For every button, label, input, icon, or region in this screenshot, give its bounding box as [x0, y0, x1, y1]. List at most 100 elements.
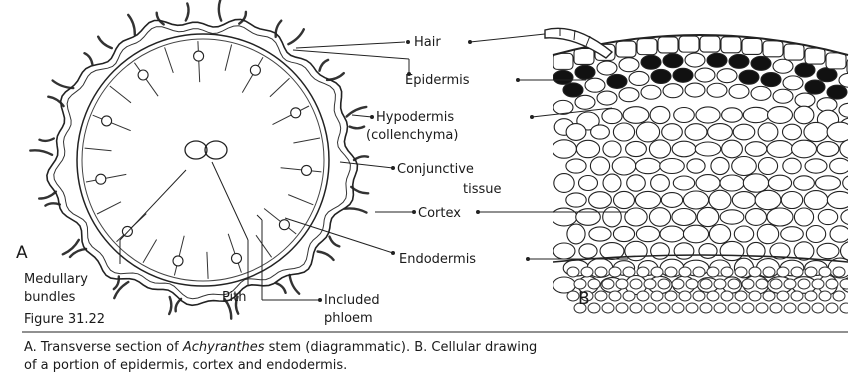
cortex-cell [711, 157, 729, 174]
inner-cell [784, 303, 796, 313]
hypodermis-cell [619, 58, 639, 72]
cortex-cell [673, 176, 694, 190]
hypodermis-cell [651, 69, 671, 83]
inner-cell [721, 267, 733, 277]
cortex-cell [818, 209, 837, 224]
bundle-ray [85, 148, 112, 151]
cortex-cell [576, 209, 601, 226]
inner-cell [693, 291, 705, 301]
label-included-sub: phloem [324, 311, 373, 326]
inner-cell [840, 303, 852, 313]
cortex-cell [732, 157, 757, 176]
inner-cell [609, 291, 621, 301]
hair [318, 252, 334, 260]
inner-cell [602, 279, 614, 289]
cortex-cell [722, 140, 743, 158]
cellular-drawing [545, 28, 864, 313]
cortex-cell [567, 224, 585, 244]
cortex-cell [553, 243, 575, 259]
inner-cell [616, 279, 628, 289]
inner-cell [707, 267, 719, 277]
hypodermis-cell [817, 68, 837, 82]
bundle [291, 108, 301, 118]
cortex-cell [758, 123, 778, 141]
hypodermis-cell [597, 91, 617, 105]
inner-cell [651, 267, 663, 277]
inner-cell [700, 303, 712, 313]
cortex-cell [781, 192, 802, 209]
cortex-cell [709, 225, 730, 244]
inner-cell [665, 291, 677, 301]
cortex-cell [636, 226, 659, 241]
hair [330, 237, 340, 247]
cortex-cell [674, 108, 695, 123]
hypodermis-cell [663, 84, 683, 98]
epidermis-cell [742, 38, 762, 54]
hair [70, 249, 86, 257]
endodermis-ring [77, 34, 329, 286]
hypodermis-cell [795, 93, 815, 107]
cortex-cell [651, 243, 670, 259]
caption-line-1: A. Transverse section of Achyranthes ste… [24, 340, 537, 355]
inner-cell [728, 303, 740, 313]
cortex-cell [743, 174, 768, 192]
hypodermis-cell [707, 53, 727, 67]
hair [288, 29, 303, 44]
cortex-cell [626, 141, 647, 156]
panel-a-label: A [16, 243, 28, 263]
epidermis-cell [826, 53, 846, 69]
cortex-cell [734, 226, 753, 242]
cortex-cell [783, 158, 801, 174]
bundle [194, 51, 204, 61]
cortex-cell [674, 243, 694, 259]
inner-cell [644, 279, 656, 289]
cortex-cell [636, 158, 661, 173]
cortex-cell [745, 142, 767, 157]
inner-cell [581, 267, 593, 277]
epidermis-cell [658, 37, 678, 53]
inner-cell [651, 291, 663, 301]
inner-cell [637, 291, 649, 301]
figure-number: Figure 31.22 [24, 312, 105, 327]
cortex-cell [591, 125, 610, 139]
inner-cell [707, 291, 719, 301]
hypodermis-cell [761, 73, 781, 87]
hair [186, 4, 189, 21]
epidermis-cell [784, 44, 804, 60]
cortex-cell [830, 158, 851, 173]
cortex-cell [767, 208, 793, 226]
bundle [250, 65, 260, 75]
stem-transverse-section [30, 0, 368, 319]
cortex-cell [579, 244, 597, 258]
hair [85, 53, 93, 64]
hypodermis-cell [751, 86, 771, 100]
cortex-cell [695, 142, 721, 156]
medullary-bundles [185, 141, 227, 159]
inner-cell [679, 291, 691, 301]
bundle [102, 116, 112, 126]
hypodermis-cell [729, 84, 749, 98]
hypodermis-cell [685, 53, 705, 67]
epidermis-cell [721, 37, 741, 53]
inner-cell [819, 291, 831, 301]
cortex-cell [709, 190, 731, 209]
inner-cell [623, 291, 635, 301]
inner-cell [693, 267, 705, 277]
cortex-cell [781, 227, 804, 242]
inner-cell [728, 279, 740, 289]
bundle-ray [207, 252, 208, 279]
hair [98, 37, 112, 48]
inner-cell [588, 279, 600, 289]
hypodermis-cell [717, 69, 737, 83]
epidermis-cell [637, 39, 657, 55]
cortex-cell [613, 226, 634, 241]
cortex-cells [551, 53, 864, 313]
inner-cell [742, 303, 754, 313]
hypodermis-cell [597, 61, 617, 75]
cortex-cell [687, 159, 705, 173]
cortex-cell [767, 141, 793, 158]
cortex-cell [827, 191, 852, 208]
inner-cell [805, 291, 817, 301]
hair [176, 299, 182, 311]
